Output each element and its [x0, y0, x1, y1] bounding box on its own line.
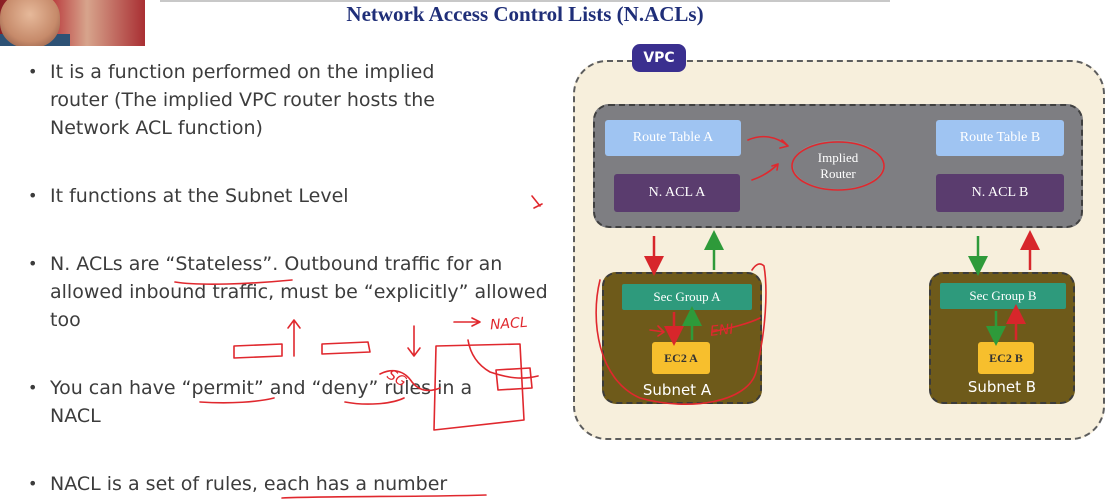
implied-router-line1: Implied — [817, 150, 859, 165]
bullet-item-5: • NACL is a set of rules, each has a num… — [28, 470, 548, 498]
bullet-marker: • — [28, 62, 38, 81]
bullet-text: It is a function performed on the implie… — [50, 61, 435, 139]
bullet-marker: • — [28, 474, 38, 493]
implied-router-line2: Router — [820, 166, 856, 181]
sec-group-b: Sec Group B — [940, 283, 1066, 309]
bullet-marker: • — [28, 254, 38, 273]
subnet-b-label: Subnet B — [967, 378, 1037, 396]
bullet-marker: • — [28, 186, 38, 205]
bullet-item-4: • You can have “permit” and “deny” rules… — [28, 374, 548, 430]
sec-group-a: Sec Group A — [622, 284, 752, 310]
bullet-item-2: • It functions at the Subnet Level — [28, 182, 548, 210]
bullet-item-1: • It is a function performed on the impl… — [28, 58, 548, 142]
bullet-text: It functions at the Subnet Level — [50, 185, 349, 207]
subnet-a-label: Subnet A — [642, 381, 712, 399]
bullet-marker: • — [28, 378, 38, 397]
ink-sketch-bracket — [467, 339, 539, 379]
route-table-a: Route Table A — [605, 120, 741, 156]
slide-title: Network Access Control Lists (N.ACLs) — [346, 2, 704, 26]
ink-sketch-box-1 — [233, 343, 283, 359]
bullet-text: You can have “permit” and “deny” rules i… — [50, 377, 473, 427]
title-rule — [160, 0, 890, 2]
nacl-a: N. ACL A — [614, 174, 740, 212]
presenter-webcam — [0, 0, 145, 46]
vpc-cloud-icon: VPC — [632, 44, 686, 72]
implied-router: Implied Router — [792, 140, 884, 190]
presenter-face — [0, 0, 60, 46]
ec2-b: EC2 B — [978, 342, 1034, 374]
nacl-b: N. ACL B — [936, 174, 1064, 212]
bullet-text: NACL is a set of rules, each has a numbe… — [50, 473, 448, 495]
ink-sketch-box-2 — [321, 341, 371, 355]
ec2-a: EC2 A — [652, 342, 710, 374]
bullet-item-3: • N. ACLs are “Stateless”. Outbound traf… — [28, 250, 548, 334]
bullet-text: N. ACLs are “Stateless”. Outbound traffi… — [50, 253, 548, 331]
route-table-b: Route Table B — [936, 120, 1064, 156]
